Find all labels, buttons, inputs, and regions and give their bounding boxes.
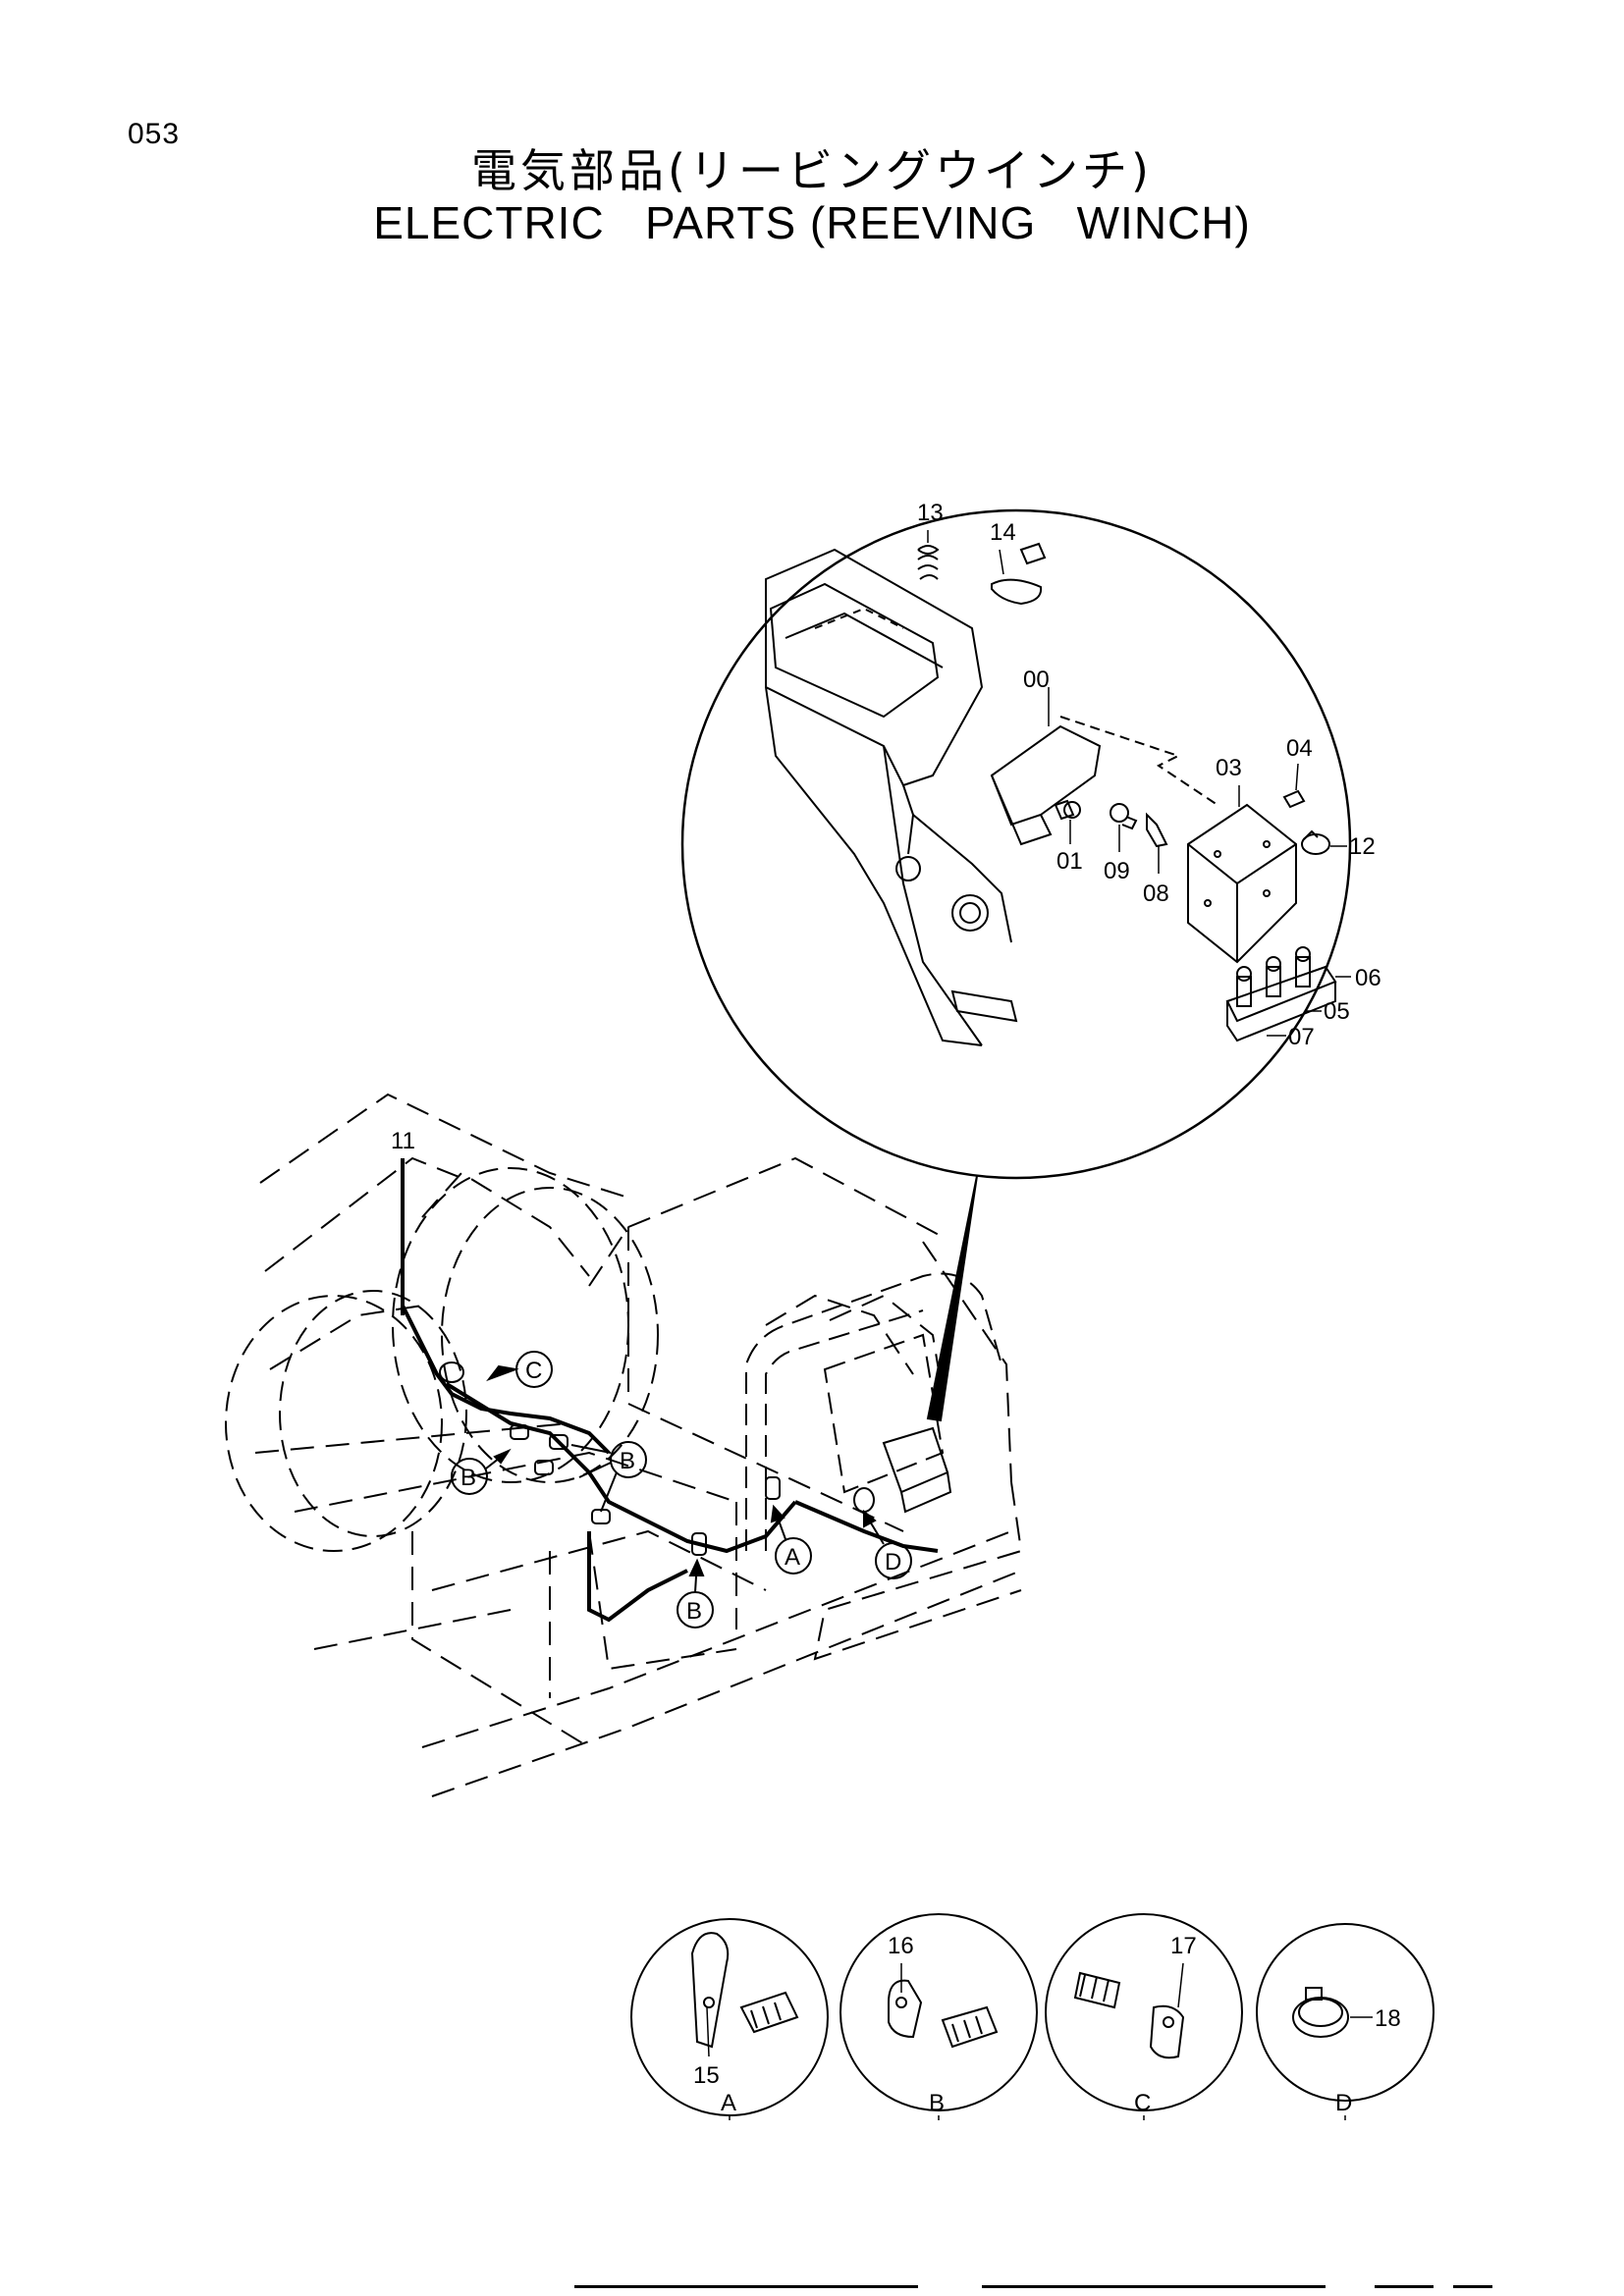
screw-part-09 <box>1110 803 1138 852</box>
detail-c-label: C <box>1134 2090 1151 2116</box>
winch-drums <box>225 1167 659 1552</box>
page-number: 053 <box>128 118 181 150</box>
footer-rule-2 <box>982 2285 1326 2288</box>
wiring-harness <box>401 1158 939 1623</box>
harness-clamps <box>439 1362 875 1556</box>
callout-16: 16 <box>888 1933 914 1959</box>
callout-17: 17 <box>1170 1933 1197 1959</box>
callout-14: 14 <box>990 519 1016 546</box>
footer-rule-1 <box>574 2285 918 2288</box>
screw-part-04 <box>1282 763 1306 809</box>
reference-markers <box>451 1351 912 1629</box>
switch-box-part-03 <box>1187 785 1297 964</box>
callout-03: 03 <box>1216 755 1242 781</box>
detail-c <box>1045 1913 1243 2111</box>
detail-magnifier <box>680 508 1352 1422</box>
spring-part-13 <box>917 530 940 580</box>
page-title-english: ELECTRIC PARTS (REEVING WINCH) <box>373 197 1251 248</box>
ref-label-d: D <box>885 1549 901 1575</box>
detail-a <box>630 1918 829 2116</box>
callout-00: 00 <box>1023 667 1050 693</box>
ref-label-b-left: B <box>460 1465 476 1491</box>
ref-label-a: A <box>785 1544 800 1571</box>
machine-body-outline <box>254 1093 1023 1797</box>
callout-11: 11 <box>391 1128 415 1154</box>
switch-assembly-parts-05-06-07 <box>1225 946 1351 1042</box>
clamp-part-14 <box>991 542 1047 606</box>
screw-part-01 <box>1054 799 1081 844</box>
page-title-japanese: 電気部品(リービングウインチ) <box>471 144 1153 197</box>
control-console <box>765 548 1018 1046</box>
callout-06: 06 <box>1355 965 1381 991</box>
control-box <box>882 1426 952 1514</box>
bracket-part-00 <box>990 687 1218 846</box>
footer-rule-3 <box>1375 2285 1434 2288</box>
detail-a-label: A <box>721 2090 736 2116</box>
ref-label-b-right: B <box>620 1448 635 1474</box>
detail-b <box>839 1913 1038 2111</box>
footer-rule-4 <box>1453 2285 1492 2288</box>
detail-d-label: D <box>1335 2090 1352 2116</box>
callout-13: 13 <box>917 500 944 526</box>
callout-18: 18 <box>1375 2005 1401 2032</box>
detail-b-label: B <box>929 2090 945 2116</box>
hose-clamp-part-12 <box>1301 829 1347 855</box>
ref-label-b-bottom: B <box>686 1598 702 1625</box>
callout-05: 05 <box>1324 998 1350 1025</box>
operator-cab <box>745 1272 1002 1551</box>
detail-d <box>1256 1923 1435 2102</box>
callout-08: 08 <box>1143 881 1169 907</box>
callout-15: 15 <box>693 2062 720 2089</box>
detail-label-ticks <box>729 2115 1346 2120</box>
callout-01: 01 <box>1056 848 1083 875</box>
ref-label-c: C <box>525 1358 542 1384</box>
callout-07: 07 <box>1288 1024 1315 1050</box>
clip-part-08 <box>1146 812 1168 874</box>
callout-09: 09 <box>1104 858 1130 884</box>
callout-12: 12 <box>1349 833 1376 860</box>
callout-04: 04 <box>1286 735 1313 762</box>
